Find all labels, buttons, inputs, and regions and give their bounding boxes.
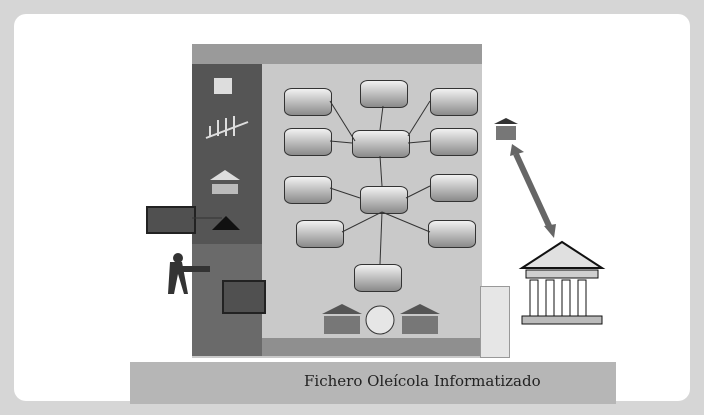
database-node — [428, 220, 476, 248]
bottom-buildings — [322, 304, 440, 335]
side-panel — [480, 286, 510, 358]
card-frame: M A P A Fichero Oleícola Informatizado — [14, 14, 690, 404]
database-node — [430, 174, 478, 202]
large-bank-building — [518, 240, 606, 325]
database-node — [430, 88, 478, 116]
connector-lines — [192, 100, 431, 265]
inspector-figure — [168, 253, 210, 294]
inspection-terminal — [222, 280, 266, 314]
database-node — [360, 80, 408, 108]
calendar-icon — [214, 78, 232, 94]
database-node — [354, 264, 402, 292]
diagram-figure: M A P A Fichero Oleícola Informatizado — [130, 36, 616, 404]
small-bank-icon — [494, 118, 518, 140]
database-central-node — [352, 130, 410, 158]
external-terminal — [146, 206, 196, 234]
database-node — [284, 88, 332, 116]
house-icon — [212, 216, 240, 230]
database-node — [430, 128, 478, 156]
double-arrow — [513, 152, 553, 230]
database-node — [284, 128, 332, 156]
database-node — [296, 220, 344, 248]
left-column-icons — [205, 78, 249, 230]
top-band — [192, 44, 482, 64]
footer-title: Fichero Oleícola Informatizado — [304, 372, 541, 390]
building-icon — [210, 170, 240, 180]
bottom-band — [262, 338, 482, 356]
chart-icon — [205, 116, 249, 139]
diagram-graphics: M A P A — [150, 78, 606, 397]
database-central-node — [360, 186, 408, 214]
database-node — [284, 176, 332, 204]
diagram-footer: Fichero Oleícola Informatizado — [130, 362, 616, 404]
